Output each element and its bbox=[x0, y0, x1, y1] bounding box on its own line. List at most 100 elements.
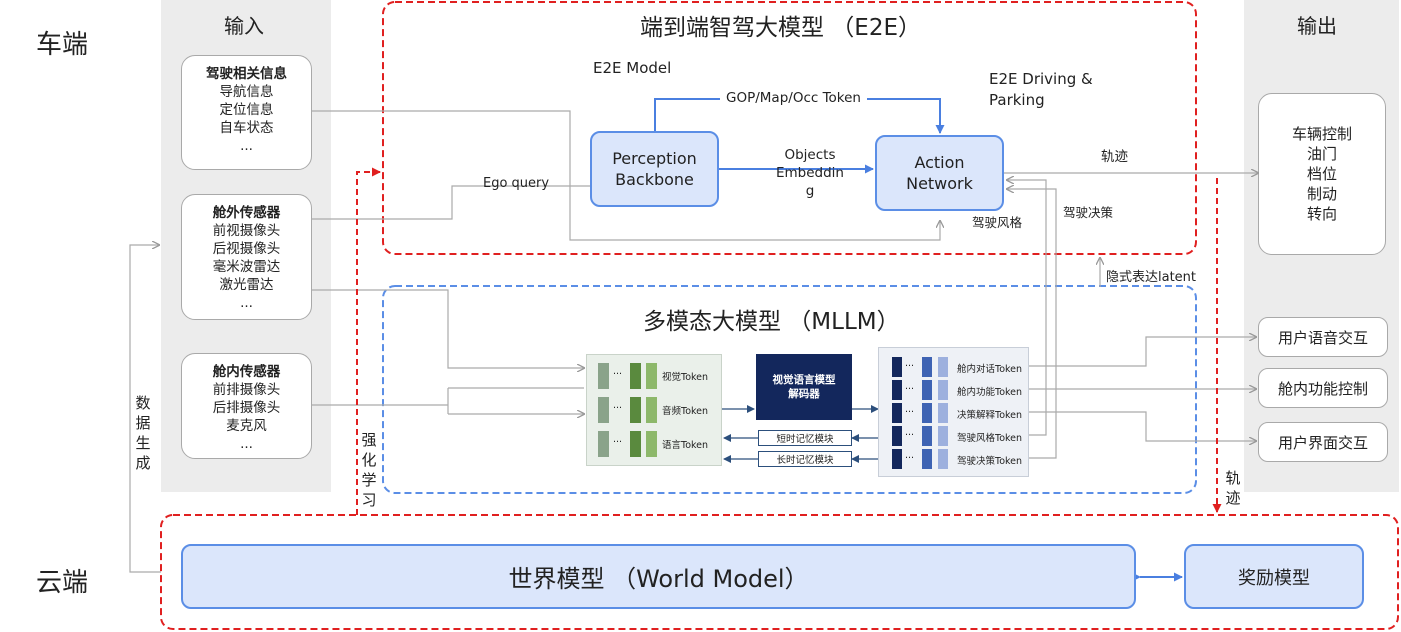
action-network-label: Action Network bbox=[906, 153, 973, 193]
input-token-label: 音频Token bbox=[662, 406, 709, 417]
e2e-driving-label: E2E Driving & Parking bbox=[989, 70, 1093, 109]
token-label: GOP/Map/Occ Token bbox=[720, 90, 867, 106]
token-bar bbox=[630, 431, 641, 457]
ellipsis: ... bbox=[905, 450, 915, 461]
perception-backbone-label: Perception Backbone bbox=[612, 149, 697, 189]
latent-label: 隐式表达latent bbox=[1106, 266, 1197, 285]
reinforcement-learning-label: 强化学习 bbox=[361, 431, 377, 509]
vehicle-control-item: 档位 bbox=[1306, 165, 1337, 183]
token-bar bbox=[922, 426, 932, 446]
token-bar bbox=[630, 397, 641, 423]
ui-interaction-box: 用户界面交互 bbox=[1258, 422, 1388, 462]
token-bar bbox=[598, 363, 609, 389]
ellipsis: ... bbox=[613, 366, 623, 377]
input-token-label: 视觉Token bbox=[662, 372, 709, 383]
ellipsis: ... bbox=[905, 404, 915, 415]
output-token-label: 驾驶决策Token bbox=[957, 456, 1023, 467]
vehicle-control-item: 制动 bbox=[1306, 185, 1337, 203]
cabin-function-box: 舱内功能控制 bbox=[1258, 368, 1388, 408]
perception-backbone-box: Perception Backbone bbox=[590, 131, 719, 207]
input-item: ... bbox=[240, 138, 253, 154]
token-bar bbox=[922, 403, 932, 423]
input-group-head: 舱外传感器 bbox=[212, 205, 281, 221]
cloud-trajectory-label: 轨迹 bbox=[1225, 469, 1241, 507]
input-item: 导航信息 bbox=[219, 84, 274, 100]
world-model-box: 世界模型 （World Model） bbox=[181, 544, 1136, 609]
reward-model-box: 奖励模型 bbox=[1184, 544, 1364, 609]
token-bar bbox=[922, 380, 932, 400]
long-term-memory-box: 长时记忆模块 bbox=[758, 451, 852, 467]
token-bar bbox=[938, 426, 948, 446]
vehicle-control-box: 车辆控制 油门 档位 制动 转向 bbox=[1258, 93, 1386, 255]
token-bar bbox=[646, 431, 657, 457]
output-token-label: 舱内对话Token bbox=[957, 364, 1023, 375]
input-item: 后排摄像头 bbox=[212, 400, 281, 416]
mllm-title: 多模态大模型 （MLLM） bbox=[643, 309, 900, 335]
vehicle-control-item: 车辆控制 bbox=[1291, 125, 1352, 143]
input-title: 输入 bbox=[224, 14, 264, 38]
token-bar bbox=[646, 397, 657, 423]
token-bar bbox=[598, 431, 609, 457]
cloud-side-label: 云端 bbox=[36, 568, 89, 598]
input-group-head: 驾驶相关信息 bbox=[206, 66, 287, 82]
token-bar bbox=[892, 380, 902, 400]
input-item: 后视摄像头 bbox=[212, 241, 281, 257]
input-group-driving-info: 驾驶相关信息 导航信息 定位信息 自车状态 ... bbox=[181, 55, 312, 170]
driving-decision-label: 驾驶决策 bbox=[1063, 205, 1114, 220]
input-item: 麦克风 bbox=[226, 418, 267, 434]
output-token-label: 舱内功能Token bbox=[957, 387, 1023, 398]
token-bar bbox=[598, 397, 609, 423]
output-token-panel bbox=[878, 347, 1029, 477]
input-item: 自车状态 bbox=[219, 120, 274, 136]
action-network-box: Action Network bbox=[875, 135, 1004, 211]
mllm-frame bbox=[382, 285, 1197, 494]
token-bar bbox=[922, 449, 932, 469]
token-bar bbox=[922, 357, 932, 377]
token-bar bbox=[938, 357, 948, 377]
token-bar bbox=[938, 449, 948, 469]
input-item: ... bbox=[240, 295, 253, 311]
input-item: 激光雷达 bbox=[219, 277, 274, 293]
token-bar bbox=[892, 403, 902, 423]
token-bar bbox=[892, 449, 902, 469]
input-item: 定位信息 bbox=[219, 102, 274, 118]
ellipsis: ... bbox=[613, 434, 623, 445]
token-bar bbox=[938, 380, 948, 400]
input-item: 毫米波雷达 bbox=[212, 259, 281, 275]
token-bar bbox=[630, 363, 641, 389]
input-group-external-sensors: 舱外传感器 前视摄像头 后视摄像头 毫米波雷达 激光雷达 ... bbox=[181, 194, 312, 320]
token-bar bbox=[938, 403, 948, 423]
voice-interaction-box: 用户语音交互 bbox=[1258, 317, 1388, 357]
reward-model-label: 奖励模型 bbox=[1238, 567, 1310, 589]
ellipsis: ... bbox=[905, 381, 915, 392]
input-group-internal-sensors: 舱内传感器 前排摄像头 后排摄像头 麦克风 ... bbox=[181, 353, 312, 459]
data-generation-label: 数据生成 bbox=[134, 393, 152, 473]
input-item: ... bbox=[240, 436, 253, 452]
vehicle-side-label: 车端 bbox=[36, 30, 89, 60]
token-bar bbox=[646, 363, 657, 389]
output-title: 输出 bbox=[1297, 14, 1337, 38]
ellipsis: ... bbox=[905, 358, 915, 369]
token-bar bbox=[892, 357, 902, 377]
cloud-frame bbox=[160, 514, 1399, 630]
world-model-label: 世界模型 （World Model） bbox=[508, 565, 809, 593]
vehicle-control-item: 转向 bbox=[1306, 205, 1337, 223]
input-group-head: 舱内传感器 bbox=[212, 364, 281, 380]
output-token-label: 驾驶风格Token bbox=[957, 433, 1023, 444]
trajectory-label: 轨迹 bbox=[1101, 149, 1128, 165]
ego-query-label: Ego query bbox=[483, 176, 550, 191]
input-token-label: 语言Token bbox=[662, 440, 709, 451]
e2e-model-label: E2E Model bbox=[593, 59, 672, 77]
objects-embedding-label: Objects Embeddin g bbox=[775, 147, 844, 199]
decoder-box: 视觉语言模型 解码器 bbox=[756, 354, 852, 420]
vehicle-control-item: 油门 bbox=[1306, 145, 1337, 163]
token-bar bbox=[892, 426, 902, 446]
ellipsis: ... bbox=[905, 427, 915, 438]
driving-style-label: 驾驶风格 bbox=[972, 215, 1023, 230]
input-item: 前排摄像头 bbox=[212, 382, 281, 398]
short-term-memory-box: 短时记忆模块 bbox=[758, 430, 852, 446]
e2e-title: 端到端智驾大模型 （E2E） bbox=[640, 15, 922, 41]
ellipsis: ... bbox=[613, 400, 623, 411]
decoder-label: 视觉语言模型 解码器 bbox=[772, 374, 836, 400]
